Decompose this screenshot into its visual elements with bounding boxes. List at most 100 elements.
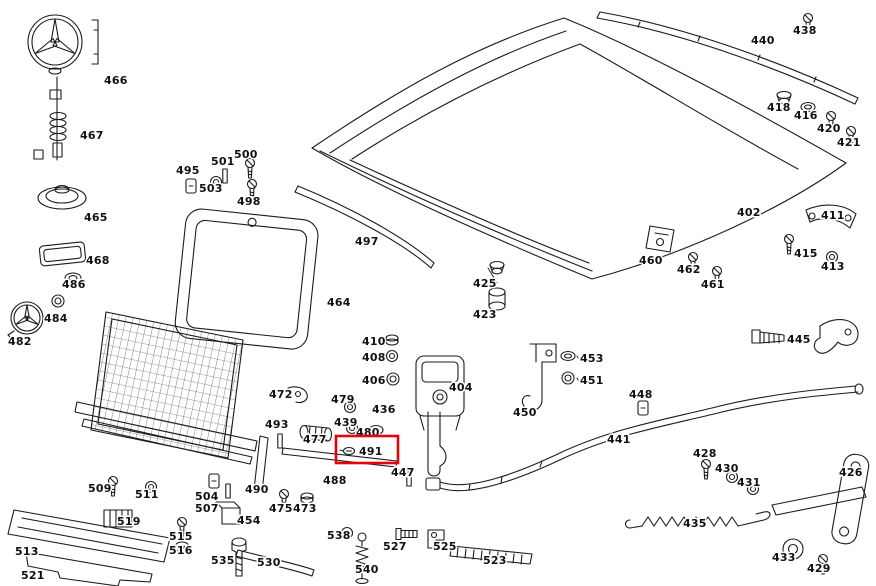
part-label-527: 527 xyxy=(383,540,407,553)
part-label-475: 475 xyxy=(269,502,293,515)
part-label-486: 486 xyxy=(62,278,86,291)
clip-bracket-472 xyxy=(287,386,308,404)
part-label-488: 488 xyxy=(323,474,347,487)
part-label-426: 426 xyxy=(839,466,863,479)
part-438-glyph xyxy=(802,12,814,34)
part-430-glyph xyxy=(725,470,739,484)
part-503-glyph xyxy=(209,175,223,189)
side-plate-426 xyxy=(771,453,870,545)
part-453-glyph xyxy=(560,350,576,362)
part-428-glyph xyxy=(700,458,712,480)
front-trim xyxy=(294,185,435,269)
part-451-glyph xyxy=(561,371,575,385)
bolt-445 xyxy=(751,329,785,344)
part-label-453: 453 xyxy=(580,352,604,365)
part-label-473: 473 xyxy=(293,502,317,515)
return-spring-435 xyxy=(624,511,771,529)
cylinder-477 xyxy=(299,424,333,442)
roller-433 xyxy=(782,538,804,560)
strip-488 xyxy=(281,447,398,468)
part-label-535: 535 xyxy=(211,554,235,567)
bracket-525 xyxy=(427,529,445,549)
small-star-badge xyxy=(7,301,44,340)
part-label-462: 462 xyxy=(677,263,701,276)
part-label-482: 482 xyxy=(8,335,32,348)
bracket-454 xyxy=(215,501,241,525)
part-500-glyph xyxy=(244,157,256,179)
part-label-460: 460 xyxy=(639,254,663,267)
part-461-glyph xyxy=(711,265,723,287)
part-516-glyph xyxy=(175,541,189,553)
part-511-glyph xyxy=(144,480,158,494)
part-504-glyph xyxy=(208,473,220,489)
grommet-486 xyxy=(64,272,82,284)
part-label-420: 420 xyxy=(817,122,841,135)
part-501-glyph xyxy=(222,168,228,184)
part-491-glyph xyxy=(339,446,356,456)
part-label-493: 493 xyxy=(265,418,289,431)
support-bracket-460 xyxy=(645,225,675,253)
part-515-glyph xyxy=(176,516,188,538)
grille-insert xyxy=(90,311,244,459)
hood-panel xyxy=(311,17,847,280)
part-label-413: 413 xyxy=(821,260,845,273)
part-label-516: 516 xyxy=(169,544,193,557)
strip-523 xyxy=(449,545,533,565)
part-label-418: 418 xyxy=(767,101,791,114)
small-parts xyxy=(107,12,857,575)
star-emblem xyxy=(27,14,99,75)
part-label-495: 495 xyxy=(176,164,200,177)
small-spring-540 xyxy=(355,532,369,585)
badge-plate xyxy=(38,241,87,267)
part-418-glyph xyxy=(776,90,792,105)
strip-530 xyxy=(235,549,315,577)
hook-lever xyxy=(813,319,859,354)
part-473-glyph xyxy=(300,492,314,504)
part-label-421: 421 xyxy=(837,136,861,149)
part-label-404: 404 xyxy=(449,381,473,394)
emblem-base xyxy=(37,184,87,210)
part-label-500: 500 xyxy=(234,148,258,161)
part-413-glyph xyxy=(825,250,839,264)
part-479-glyph xyxy=(343,400,357,414)
part-label-439: 439 xyxy=(334,416,358,429)
part-label-519: 519 xyxy=(117,515,141,528)
part-label-484: 484 xyxy=(44,312,68,325)
part-label-467: 467 xyxy=(80,129,104,142)
part-label-509: 509 xyxy=(88,482,112,495)
part-label-507: 507 xyxy=(195,502,219,515)
part-label-465: 465 xyxy=(84,211,108,224)
part-447-glyph xyxy=(406,471,412,487)
part-label-464: 464 xyxy=(327,296,351,309)
part-label-497: 497 xyxy=(355,235,379,248)
part-480-glyph xyxy=(368,424,384,436)
part-431-glyph xyxy=(746,482,760,496)
closing-panel-521 xyxy=(25,551,153,586)
part-439-glyph xyxy=(345,421,359,435)
leader-lines xyxy=(382,267,579,381)
part-label-431: 431 xyxy=(737,476,761,489)
strip-490 xyxy=(253,435,269,493)
part-416-glyph xyxy=(800,101,816,113)
part-509-glyph xyxy=(107,475,119,497)
part-label-415: 415 xyxy=(794,247,818,260)
part-label-466: 466 xyxy=(104,74,128,87)
part-495-glyph xyxy=(185,178,197,194)
part-label-503: 503 xyxy=(199,182,223,195)
highlight-overlay xyxy=(334,434,400,465)
pad-519 xyxy=(103,509,133,528)
part-label-410: 410 xyxy=(362,335,386,348)
part-label-406: 406 xyxy=(362,374,386,387)
nut-cylinder-423 xyxy=(488,287,506,311)
part-label-477: 477 xyxy=(303,433,327,446)
part-label-511: 511 xyxy=(135,488,159,501)
part-label-491: 491 xyxy=(359,445,383,458)
part-label-504: 504 xyxy=(195,490,219,503)
part-475-glyph xyxy=(278,488,290,510)
part-420-glyph xyxy=(825,110,837,132)
part-429-glyph xyxy=(817,553,829,575)
grille-shell xyxy=(174,208,319,350)
part-label-538: 538 xyxy=(327,529,351,542)
part-label-461: 461 xyxy=(701,278,725,291)
